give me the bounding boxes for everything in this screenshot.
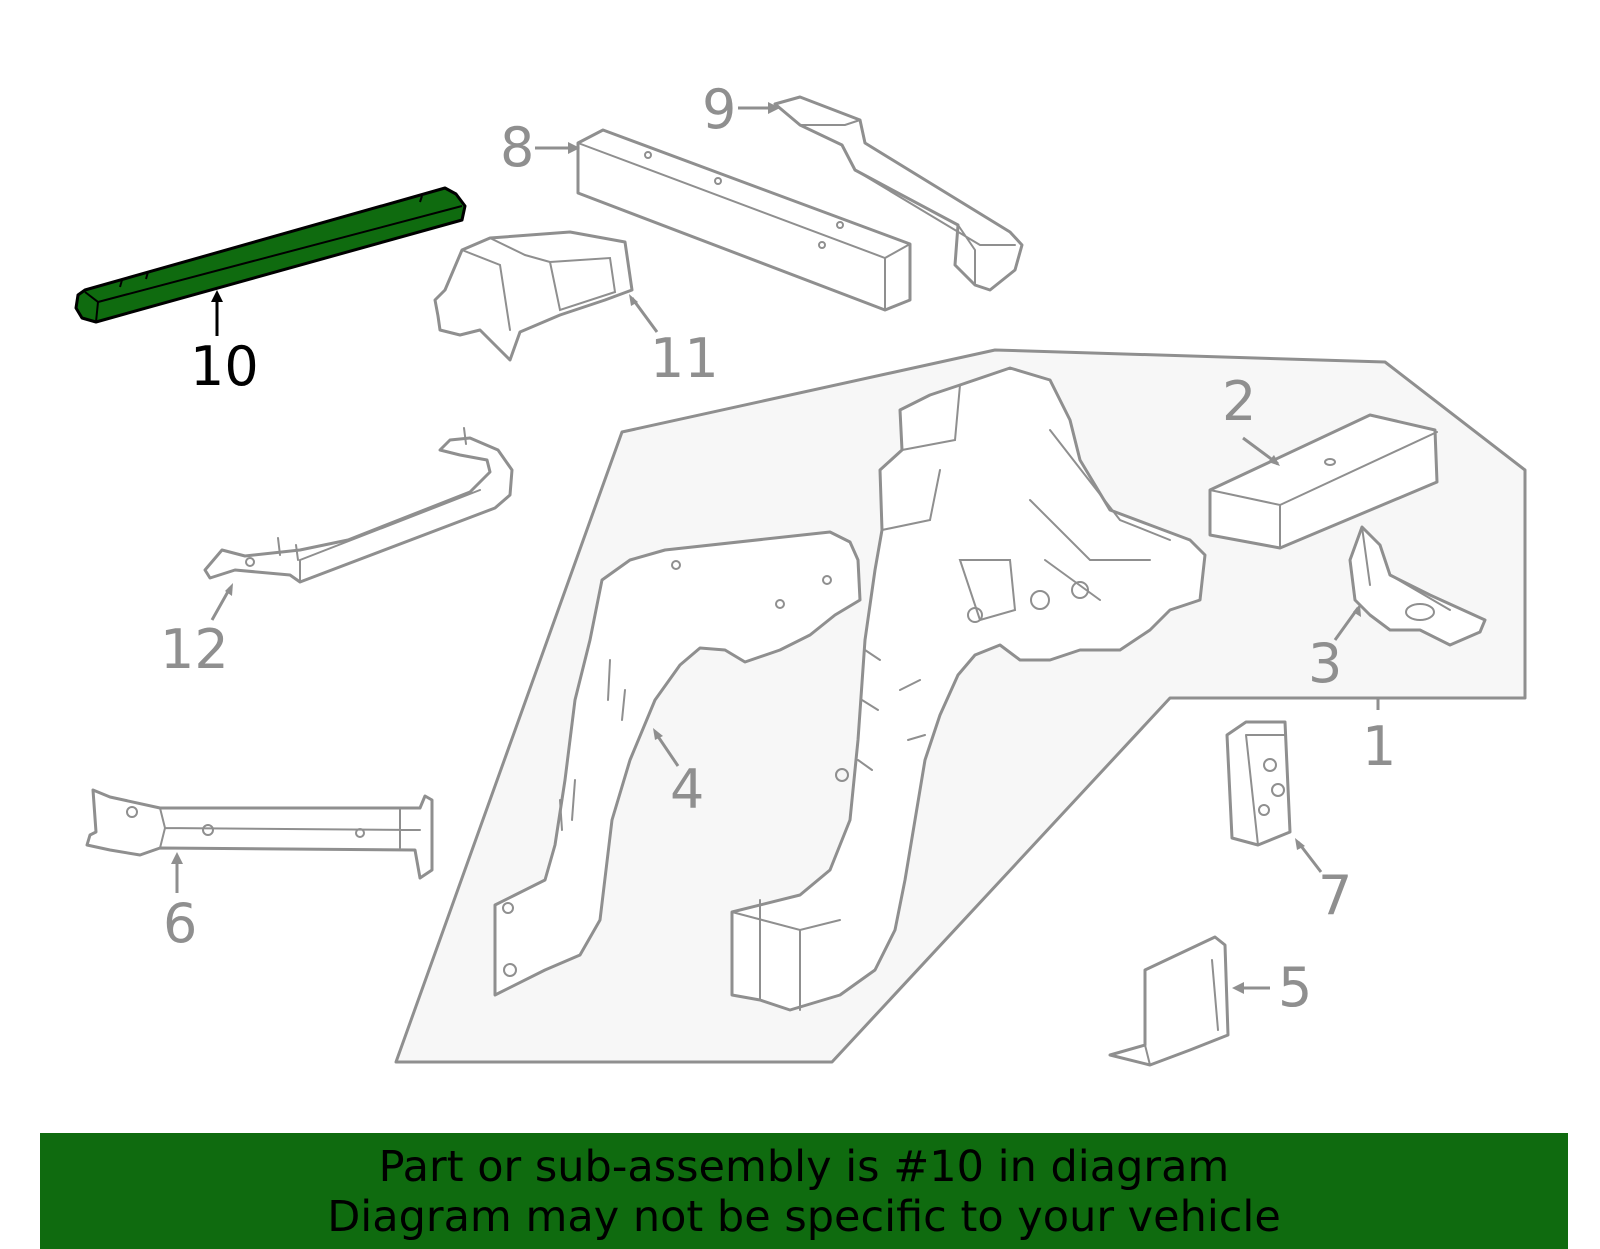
callout-8[interactable]: 8 <box>500 116 534 179</box>
callout-7[interactable]: 7 <box>1318 864 1352 927</box>
banner-line-disclaimer: Diagram may not be specific to your vehi… <box>327 1192 1281 1242</box>
part-11-bracket-housing[interactable] <box>433 230 634 362</box>
part-12-tube-bracket[interactable] <box>203 427 514 584</box>
info-banner: Part or sub-assembly is #10 in diagram D… <box>40 1133 1568 1249</box>
part-8-long-rail[interactable] <box>576 128 912 312</box>
part-4-wheelhouse[interactable] <box>493 530 862 997</box>
callout-4[interactable]: 4 <box>670 758 704 821</box>
callout-12[interactable]: 12 <box>160 618 229 681</box>
part-6-cross-member[interactable] <box>85 788 434 880</box>
part-5-plate-bracket[interactable] <box>1108 935 1230 1067</box>
callout-11[interactable]: 11 <box>650 327 719 390</box>
callout-9[interactable]: 9 <box>702 78 736 141</box>
callout-6[interactable]: 6 <box>163 892 197 955</box>
callout-3[interactable]: 3 <box>1308 632 1342 695</box>
parts-diagram: 1 2 3 4 5 6 7 8 9 10 11 12 <box>74 78 1527 1067</box>
part-7-box-bracket[interactable] <box>1225 720 1292 847</box>
part-3-bracket[interactable] <box>1348 525 1487 647</box>
callout-10[interactable]: 10 <box>190 335 259 398</box>
callout-2[interactable]: 2 <box>1222 370 1256 433</box>
callout-5[interactable]: 5 <box>1278 956 1312 1019</box>
callout-1[interactable]: 1 <box>1362 715 1396 778</box>
part-9-angled-brace[interactable] <box>773 95 1024 292</box>
callout-numbers: 1 2 3 4 5 6 7 8 9 10 11 12 <box>160 78 1396 1019</box>
arrow-heads <box>171 102 1361 994</box>
banner-line-part: Part or sub-assembly is #10 in diagram <box>378 1142 1230 1192</box>
main-rail-structure <box>730 366 1207 1012</box>
part-2-box-member[interactable] <box>1208 413 1439 550</box>
part-10-highlighted-rail[interactable] <box>74 186 467 324</box>
